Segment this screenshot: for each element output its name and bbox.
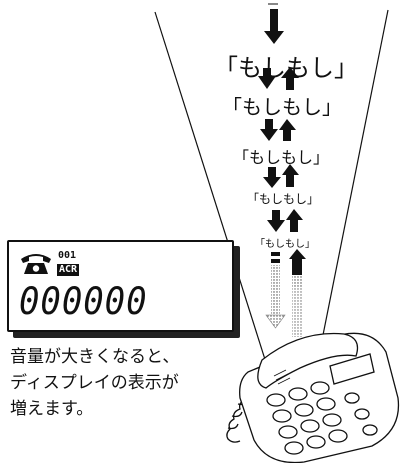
- up-arrow-icon: [289, 249, 306, 337]
- acr-mode-badge: ACR: [57, 264, 80, 276]
- phrase-largest: 「もしもし」: [214, 54, 358, 82]
- caption-line: ディスプレイの表示が: [10, 373, 179, 393]
- up-arrow-icon: [279, 119, 296, 141]
- down-arrow-icon: [265, 252, 286, 329]
- down-arrow-icon: [267, 210, 285, 232]
- up-arrow-icon: [281, 67, 299, 90]
- caption: 音量が大きくなると、 ディスプレイの表示が 増えます。: [10, 344, 240, 422]
- down-arrow-icon: [264, 9, 284, 44]
- top-noise-mark: [268, 3, 278, 5]
- phrase-small: 「もしもし」: [246, 192, 320, 206]
- phrase-smallest: 「もしもし」: [255, 239, 315, 250]
- handset-icon: [21, 254, 51, 274]
- down-arrow-icon: [263, 167, 281, 188]
- down-arrow-icon: [260, 119, 278, 141]
- lcd-display-panel: 001 ACR 000000: [7, 240, 234, 332]
- telephone-device-icon: [226, 332, 400, 463]
- up-arrow-icon: [286, 209, 303, 232]
- caption-line: 音量が大きくなると、: [10, 347, 180, 367]
- phrase-medium: 「もしもし」: [232, 148, 330, 167]
- caption-line: 増えます。: [10, 399, 94, 419]
- up-arrow-icon: [282, 164, 299, 187]
- call-count-indicator: 001: [58, 250, 77, 261]
- down-arrow-icon: [258, 68, 276, 89]
- lcd-digit-readout: 000000: [19, 280, 148, 323]
- phrase-large: 「もしもし」: [222, 95, 342, 119]
